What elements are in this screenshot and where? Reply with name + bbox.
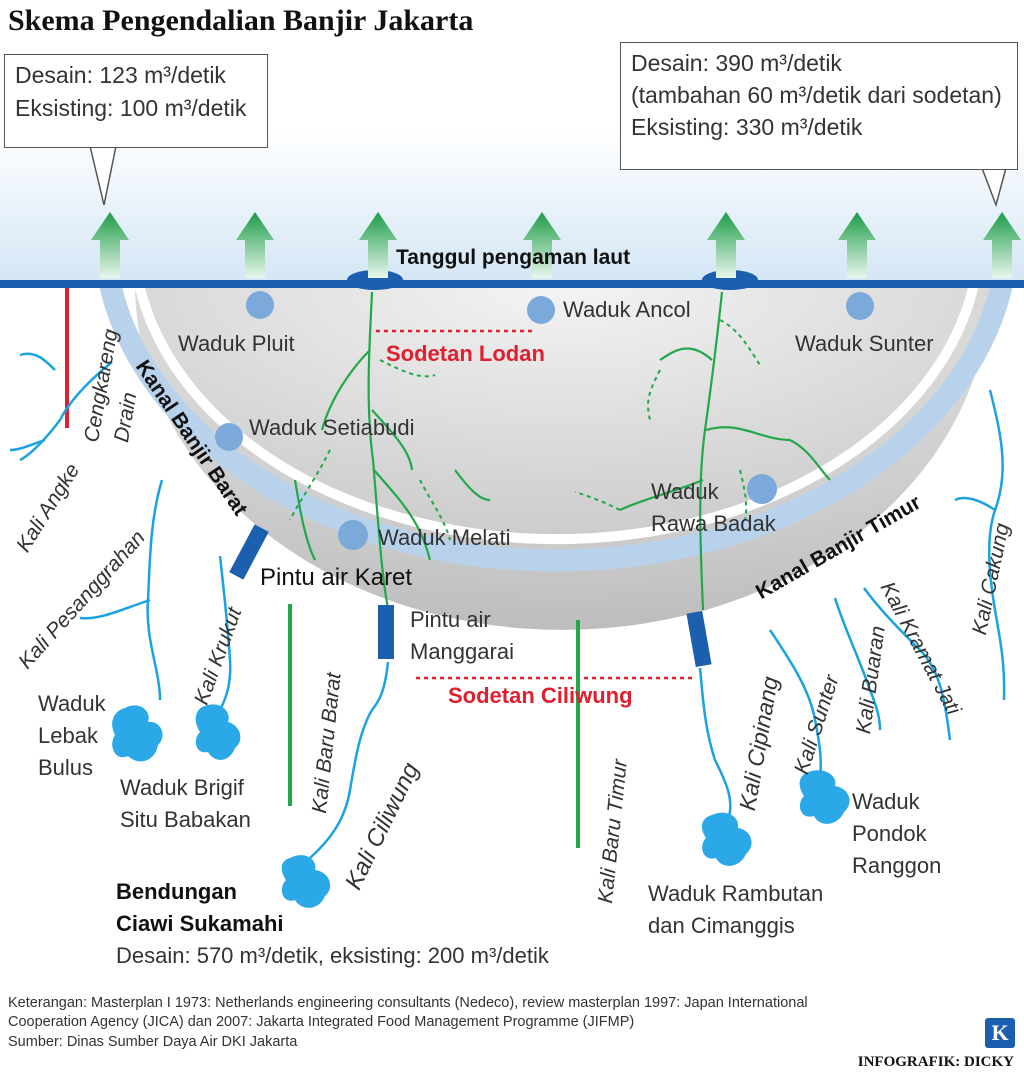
callout-box-left: Desain: 123 m³/detik Eksisting: 100 m³/d… <box>4 54 268 148</box>
waduk-ancol-label: Waduk Ancol <box>563 297 691 322</box>
waduk-pondok-ranggon-line: Waduk <box>852 789 920 814</box>
waduk-rambutan-shape <box>701 812 752 866</box>
waduk-lebak-bulus-label: Waduk Lebak Bulus <box>38 688 106 784</box>
kali-angke-path <box>19 361 113 462</box>
outflow-arrow <box>359 212 397 278</box>
kali-angke-branch <box>19 352 56 371</box>
sodetan-lodan-label: Sodetan Lodan <box>386 341 545 366</box>
waduk-brigif-label: Waduk Brigif Situ Babakan <box>120 772 251 836</box>
sodetan-ciliwung-label: Sodetan Ciliwung <box>448 683 633 708</box>
outflow-arrows <box>91 212 1021 278</box>
bendungan-ciawi-shape <box>281 855 331 908</box>
waduk-lebak-bulus-shape <box>112 705 163 762</box>
internal-drainage-dashed <box>289 319 761 541</box>
pintu-manggarai-label-2: Manggarai <box>410 639 514 664</box>
reservoir-dots <box>215 291 874 550</box>
callout-pointer-right <box>981 167 1007 208</box>
pintu-karet-label: Pintu air Karet <box>260 564 413 591</box>
waduk-pondok-ranggon-shape <box>799 770 850 824</box>
bendungan-name-2: Ciawi Sukamahi <box>116 911 284 936</box>
waduk-sunter-dot <box>846 292 874 320</box>
callout-left-line2: Eksisting: 100 m³/detik <box>15 95 247 122</box>
callout-pointer-left <box>89 145 117 206</box>
kali-cakung-path <box>988 389 1006 701</box>
waduk-rawa-badak-label-1: Waduk <box>651 479 719 504</box>
pintu-manggarai-gate <box>378 605 394 659</box>
outflow-arrow <box>707 212 745 278</box>
callout-left-line1: Desain: 123 m³/detik <box>15 62 226 88</box>
waduk-brigif-shape <box>195 704 241 760</box>
waduk-pondok-ranggon-label: Waduk Pondok Ranggon <box>852 786 941 882</box>
footer-notes: Keterangan: Masterplan I 1973: Netherlan… <box>8 994 1008 1052</box>
waduk-lebak-bulus-line: Lebak <box>38 722 98 748</box>
infographic-credit: INFOGRAFIK: DICKY <box>857 1054 1014 1070</box>
sea-wall <box>0 280 1024 288</box>
outflow-arrow <box>523 212 561 278</box>
callout-right-line3: Eksisting: 330 m³/detik <box>631 114 863 141</box>
kali-sunter-path <box>768 629 823 781</box>
pintu-cipinang-gate <box>686 611 712 667</box>
callout-right-line1: Desain: 390 m³/detik <box>631 50 842 76</box>
waduk-lebak-bulus-line: Bulus <box>38 754 94 780</box>
internal-drainage <box>293 291 831 611</box>
waduk-rambutan-line: dan Cimanggis <box>648 912 795 938</box>
kali-kramat-jati-path <box>862 587 952 741</box>
kali-cipinang-path <box>698 667 732 821</box>
waduk-melati-dot <box>338 520 368 550</box>
outflow-arrow <box>91 212 129 278</box>
kali-angke-branch <box>9 438 46 452</box>
waduk-ancol-dot <box>527 296 555 324</box>
canal-ring-white <box>134 282 979 545</box>
kali-pesanggrahan-branch <box>79 598 151 620</box>
waduk-setiabudi-label: Waduk Setiabudi <box>249 415 415 440</box>
waduk-rawa-badak-label-2: Rawa Badak <box>651 511 776 536</box>
kali-cakung-branch <box>954 496 996 512</box>
waduk-sunter-label: Waduk Sunter <box>795 331 934 356</box>
waduk-rambutan-line: Waduk Rambutan <box>648 881 824 906</box>
waduk-pluit-label: Waduk Pluit <box>178 331 295 356</box>
waduk-pluit-dot <box>246 291 274 319</box>
upstream-reservoirs <box>112 704 850 908</box>
outflow-arrow <box>236 212 274 278</box>
waduk-rambutan-label: Waduk Rambutan dan Cimanggis <box>648 878 823 942</box>
waduk-melati-label: Waduk Melati <box>378 525 511 550</box>
pintu-manggarai-label-1: Pintu air <box>410 607 491 632</box>
callout-right-line2: (tambahan 60 m³/detik dari sodetan) <box>631 82 1002 109</box>
pintu-karet-gate <box>229 524 269 580</box>
outflow-arrow <box>983 212 1021 278</box>
waduk-pondok-ranggon-line: Ranggon <box>852 852 942 878</box>
waduk-lebak-bulus-line: Waduk <box>38 691 106 716</box>
publisher-logo: K <box>985 1018 1015 1048</box>
kali-krukut-path <box>216 555 232 716</box>
footer-line: Cooperation Agency (JICA) dan 2007: Jaka… <box>8 1014 635 1031</box>
water-gates <box>229 524 712 667</box>
waduk-rawa-badak-dot <box>747 474 777 504</box>
bendungan-name-1: Bendungan <box>116 879 237 904</box>
page-title: Skema Pengendalian Banjir Jakarta <box>8 4 474 37</box>
rivers <box>9 352 1006 859</box>
sea-wall-gate-west <box>347 270 403 290</box>
waduk-brigif-line: Waduk Brigif <box>120 775 244 800</box>
kali-buaran-path <box>833 597 882 731</box>
canal-ring <box>99 281 1013 572</box>
callout-box-right: Desain: 390 m³/detik (tambahan 60 m³/det… <box>620 42 1018 170</box>
sea-wall-label: Tanggul pengaman laut <box>396 246 631 269</box>
footer-line: Sumber: Dinas Sumber Daya Air DKI Jakart… <box>8 1033 298 1050</box>
waduk-brigif-line: Situ Babakan <box>120 806 251 832</box>
footer-line: Keterangan: Masterplan I 1973: Netherlan… <box>8 995 808 1011</box>
waduk-setiabudi-dot <box>215 423 243 451</box>
kali-ciliwung-path <box>309 661 390 859</box>
bendungan-capacity: Desain: 570 m³/detik, eksisting: 200 m³/… <box>116 943 549 968</box>
kali-pesanggrahan-path <box>146 479 164 701</box>
outflow-arrow <box>838 212 876 278</box>
waduk-pondok-ranggon-line: Pondok <box>852 820 927 846</box>
